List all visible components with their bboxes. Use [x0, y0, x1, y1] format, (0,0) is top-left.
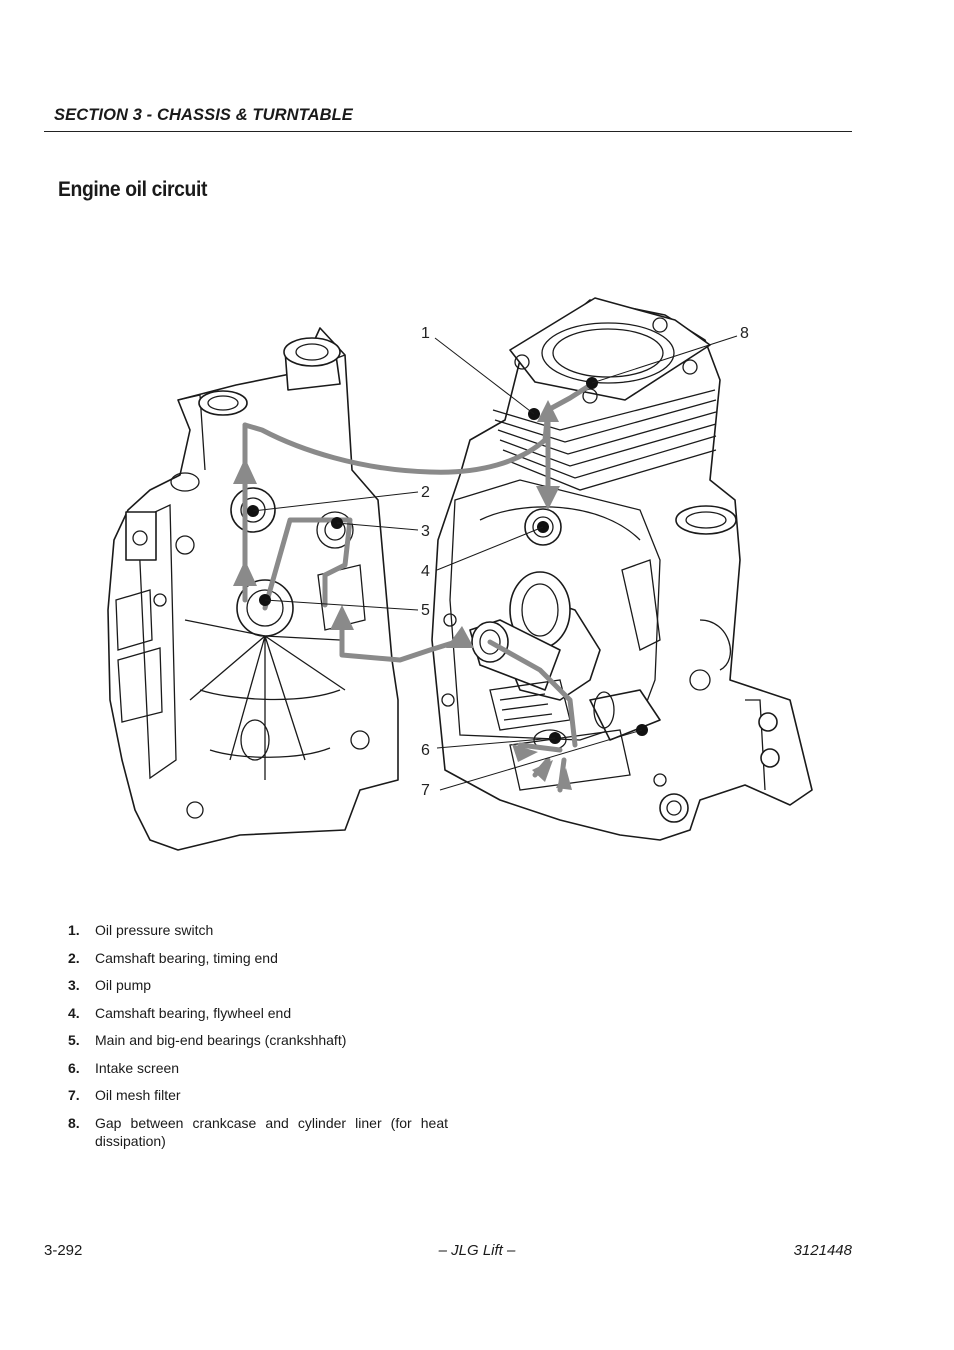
legend-item: 6. Intake screen [68, 1059, 448, 1077]
footer-publisher: – JLG Lift – [438, 1242, 516, 1259]
engine-oil-circuit-diagram: 1 2 3 4 5 6 7 8 [107, 297, 813, 851]
legend-text: Camshaft bearing, timing end [95, 949, 278, 966]
crankcase-housing [431, 297, 813, 841]
legend-text: Oil pressure switch [95, 922, 214, 938]
legend-number: 7. [68, 1087, 80, 1103]
callout-8: 8 [740, 325, 749, 342]
header-rule [44, 131, 852, 132]
legend-item: 4. Camshaft bearing, flywheel end [68, 1004, 448, 1022]
legend-text: Oil pump [95, 977, 152, 993]
timing-cover-housing [107, 327, 399, 851]
callout-5: 5 [421, 602, 430, 619]
legend-number: 5. [68, 1032, 80, 1048]
footer-page-number: 3-292 [44, 1242, 83, 1259]
legend-number: 3. [68, 977, 80, 993]
legend-item: 2. Camshaft bearing, timing end [68, 949, 448, 967]
legend-item: 5. Main and big-end bearings (crankshhaft… [68, 1031, 448, 1049]
legend-number: 2. [68, 949, 80, 966]
legend-item: 7. Oil mesh filter [68, 1086, 448, 1104]
footer-doc-number: 3121448 [793, 1242, 852, 1259]
callout-7: 7 [421, 782, 430, 799]
legend-number: 4. [68, 1004, 80, 1021]
callout-2: 2 [421, 484, 430, 501]
callout-1: 1 [421, 325, 430, 342]
legend-text: Camshaft bearing, flywheel end [95, 1004, 292, 1021]
callout-3: 3 [421, 523, 430, 540]
section-header: SECTION 3 - CHASSIS & TURNTABLE [54, 106, 353, 124]
legend-number: 8. [68, 1114, 80, 1131]
oil-flow-path [233, 381, 595, 793]
legend-text: Intake screen [95, 1059, 180, 1076]
legend-number: 6. [68, 1059, 80, 1076]
legend-text: Oil mesh filter [95, 1087, 181, 1103]
page-title: Engine oil circuit [58, 178, 208, 201]
legend-list: 1. Oil pressure switch 2. Camshaft bearing… [68, 921, 448, 1159]
legend-text: Main and big-end bearings (crankshhaft) [95, 1032, 347, 1048]
legend-number: 1. [68, 922, 80, 938]
callout-4: 4 [421, 563, 430, 580]
callout-leaders [252, 335, 738, 791]
legend-item: 1. Oil pressure switch [68, 921, 448, 939]
legend-item: 8. Gap between crankcase and cylinder lin… [68, 1114, 448, 1150]
callout-6: 6 [421, 742, 430, 759]
legend-text: Gap between crankcase and cylinder liner… [95, 1114, 448, 1149]
legend-item: 3. Oil pump [68, 976, 448, 994]
